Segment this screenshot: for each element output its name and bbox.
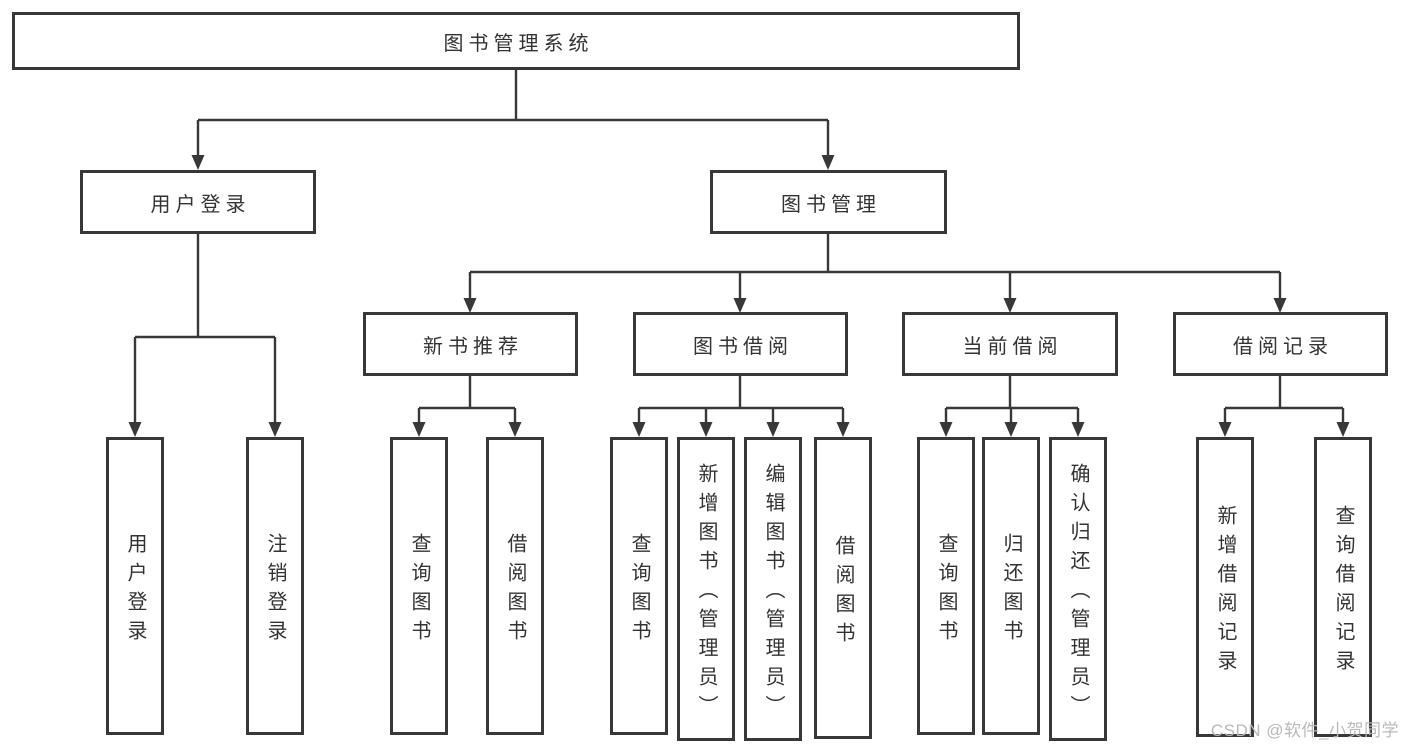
arrowhead (1218, 422, 1232, 437)
node-library-management-system: 图书管理系统 (12, 12, 1020, 70)
arrowhead (463, 298, 477, 313)
node-user-login: 用户登录 (106, 437, 164, 735)
node-label: 图书管理 (781, 193, 881, 216)
node-query-books-2: 查询图书 (610, 437, 668, 735)
node-new-book-recommend: 新书推荐 (363, 312, 578, 376)
node-borrow-books-2: 借阅图书 (814, 437, 872, 739)
node-label: 图书借阅 (693, 335, 793, 358)
arrowhead (128, 422, 142, 437)
node-add-books-admin: 新增图书（管理员） (677, 437, 735, 741)
node-label: 用户登录 (150, 193, 251, 216)
node-edit-books-admin: 编辑图书（管理员） (744, 437, 802, 741)
arrowhead (699, 422, 713, 437)
node-add-borrow-record: 新增借阅记录 (1196, 437, 1254, 737)
node-label: 图书管理系统 (443, 32, 594, 55)
node-borrow-books-1: 借阅图书 (486, 437, 544, 735)
node-label: 确认归还（管理员） (1067, 463, 1089, 724)
node-book-borrowing: 图书借阅 (633, 312, 848, 376)
node-query-books-1: 查询图书 (390, 437, 448, 735)
arrowhead (268, 422, 282, 437)
node-label: 编辑图书（管理员） (762, 463, 784, 724)
node-label: 新增图书（管理员） (695, 463, 717, 724)
node-label: 查询图书 (628, 532, 650, 649)
node-return-books: 归还图书 (982, 437, 1040, 735)
csdn-watermark: CSDN @软件_小贺同学 (1210, 721, 1399, 740)
node-logout-login: 注销登录 (246, 437, 304, 735)
arrowhead (1336, 422, 1350, 437)
node-label: 归还图书 (1000, 532, 1022, 649)
arrowhead (733, 298, 747, 313)
node-label: 新增借阅记录 (1214, 504, 1236, 679)
tree-edges (133, 70, 1345, 422)
arrowhead (939, 422, 953, 437)
node-label: 查询借阅记录 (1332, 504, 1354, 679)
arrowhead (412, 422, 426, 437)
arrowhead (1071, 422, 1085, 437)
arrowhead (821, 155, 835, 170)
node-label: 查询图书 (408, 532, 430, 649)
node-label: 借阅图书 (832, 534, 854, 651)
arrowheads (128, 155, 1350, 437)
node-label: 新书推荐 (423, 335, 523, 358)
arrowhead (1273, 298, 1287, 313)
node-query-books-3: 查询图书 (917, 437, 975, 735)
node-query-borrow-record: 查询借阅记录 (1314, 437, 1372, 737)
node-borrowing-records: 借阅记录 (1173, 312, 1388, 376)
node-label: 用户登录 (124, 532, 146, 649)
arrowhead (1004, 422, 1018, 437)
arrowhead (836, 422, 850, 437)
node-book-management-branch: 图书管理 (710, 170, 947, 234)
arrowhead (508, 422, 522, 437)
node-label: 当前借阅 (962, 335, 1063, 358)
arrowhead (1003, 298, 1017, 313)
arrowhead (191, 155, 205, 170)
node-label: 查询图书 (935, 532, 957, 649)
node-label: 借阅图书 (504, 532, 526, 649)
node-label: 借阅记录 (1233, 335, 1333, 358)
node-confirm-return-admin: 确认归还（管理员） (1049, 437, 1107, 741)
node-current-borrowing: 当前借阅 (902, 312, 1118, 376)
arrowhead (766, 422, 780, 437)
node-label: 注销登录 (264, 532, 286, 649)
node-user-login-branch: 用户登录 (80, 170, 316, 234)
arrowhead (632, 422, 646, 437)
